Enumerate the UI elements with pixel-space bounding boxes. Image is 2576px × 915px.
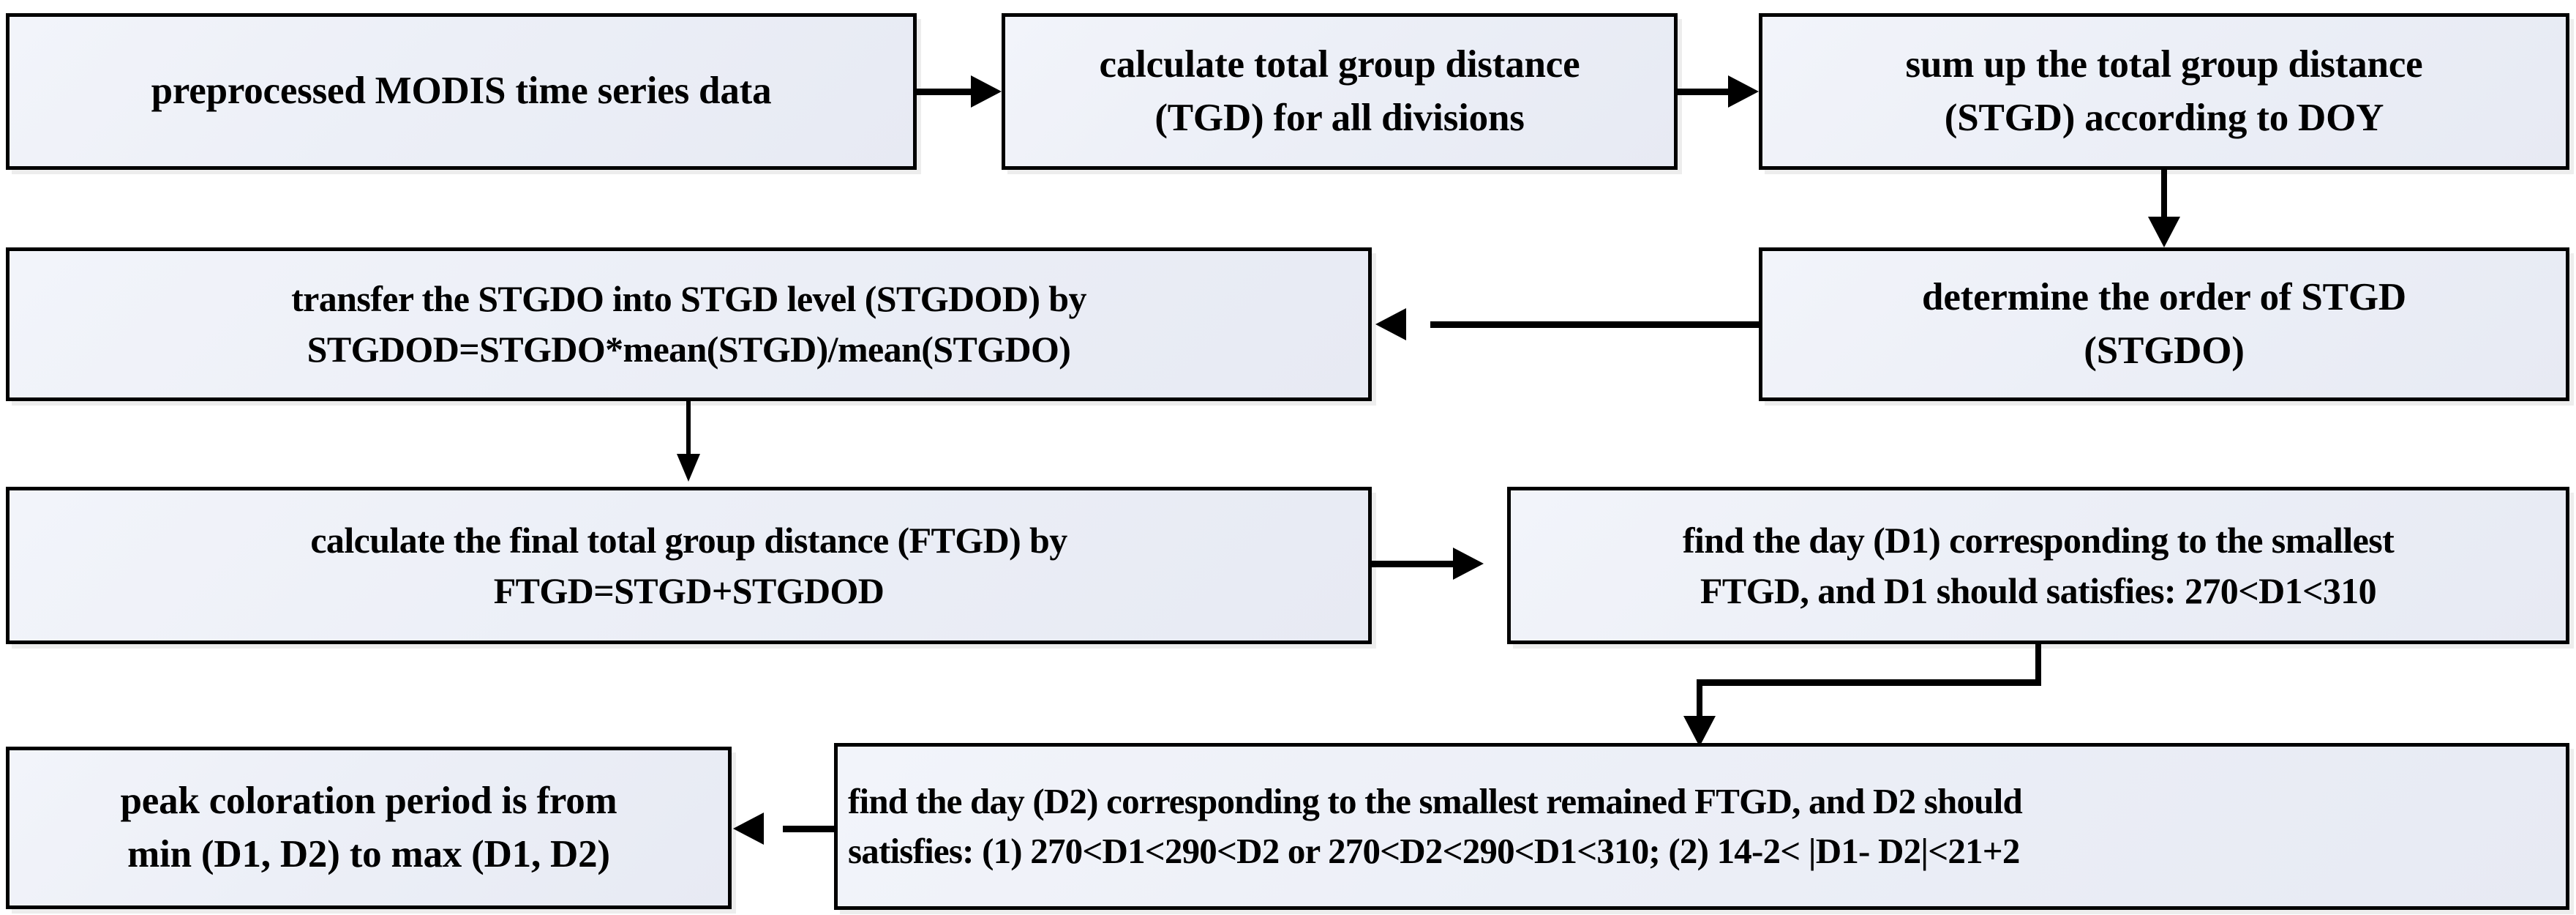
calculate-tgd-node[interactable]: calculate total group distance (TGD) for…: [1002, 13, 1678, 170]
node-line: find the day (D1) corresponding to the s…: [1682, 519, 2395, 561]
connector-order-to-transfer-arrowhead: [1375, 308, 1406, 340]
node-line: calculate total group distance: [1099, 42, 1580, 86]
node-line: determine the order of STGD: [1922, 275, 2406, 318]
transfer-stgdo-node[interactable]: transfer the STGDO into STGD level (STGD…: [6, 247, 1372, 401]
connector-transfer-to-ftgd: [686, 401, 691, 458]
calculate-ftgd-node[interactable]: calculate the final total group distance…: [6, 487, 1372, 644]
connector-d2-to-peak-arrowhead: [733, 813, 764, 845]
peak-coloration-period-node[interactable]: peak coloration period is from min (D1, …: [6, 747, 732, 909]
node-line: (STGDO): [2084, 329, 2245, 372]
connector-preprocessed-to-tgd-arrowhead: [971, 75, 1002, 108]
node-line: find the day (D2) corresponding to the s…: [848, 781, 2023, 822]
node-line: (TGD) for all divisions: [1154, 97, 1525, 139]
connector-ftgd-to-d1: [1372, 561, 1458, 567]
connector-tgd-to-stgd: [1678, 89, 1732, 95]
node-line: calculate the final total group distance…: [310, 519, 1067, 561]
connector-order-to-transfer: [1430, 321, 1759, 328]
node-line: FTGD, and D1 should satisfies: 270<D1<31…: [1700, 569, 2377, 611]
preprocessed-modis-data-node[interactable]: preprocessed MODIS time series data: [6, 13, 917, 170]
connector-stgd-to-order: [2161, 170, 2167, 221]
find-day-d1-node[interactable]: find the day (D1) corresponding to the s…: [1507, 487, 2569, 644]
node-line: preprocessed MODIS time series data: [151, 70, 772, 113]
connector-d2-to-peak: [783, 826, 837, 832]
determine-stgd-order-node[interactable]: determine the order of STGD (STGDO): [1759, 247, 2569, 401]
connector-stgd-to-order-arrowhead: [2148, 217, 2180, 247]
sum-stgd-node[interactable]: sum up the total group distance (STGD) a…: [1759, 13, 2569, 170]
node-line: peak coloration period is from: [120, 779, 617, 822]
find-day-d2-node[interactable]: find the day (D2) corresponding to the s…: [834, 743, 2569, 910]
node-line: FTGD=STGD+STGDOD: [493, 569, 885, 611]
connector-tgd-to-stgd-arrowhead: [1728, 75, 1759, 108]
node-line: (STGD) according to DOY: [1944, 97, 2384, 139]
connector-transfer-to-ftgd-arrowhead: [677, 454, 700, 482]
node-line: sum up the total group distance: [1905, 42, 2423, 86]
connector-d1-to-d2-segment-down1: [2035, 644, 2041, 684]
connector-d1-to-d2-segment-left: [1697, 679, 2041, 686]
node-line: satisfies: (1) 270<D1<290<D2 or 270<D2<2…: [848, 831, 2020, 871]
connector-d1-to-d2-arrowhead: [1683, 716, 1716, 747]
connector-d1-to-d2-segment-down2: [1697, 679, 1702, 729]
connector-ftgd-to-d1-arrowhead: [1453, 548, 1484, 580]
node-line: min (D1, D2) to max (D1, D2): [127, 833, 610, 875]
node-line: STGDOD=STGDO*mean(STGD)/mean(STGDO): [307, 329, 1071, 370]
node-line: transfer the STGDO into STGD level (STGD…: [291, 278, 1086, 319]
connector-preprocessed-to-tgd: [917, 89, 975, 95]
